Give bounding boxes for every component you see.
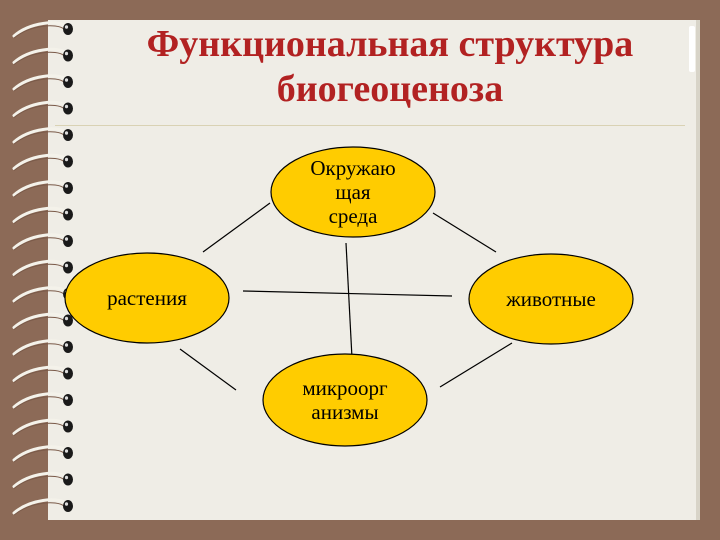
- link-environment-microorganisms: [345, 242, 353, 359]
- node-environment-line-1: Окружаю: [310, 156, 396, 180]
- node-plants: растения: [65, 253, 229, 343]
- title-line-1: Функциональная структура: [146, 23, 634, 65]
- node-environment-shape: [270, 146, 436, 238]
- title-divider: [55, 125, 685, 126]
- node-animals-shape: [468, 253, 634, 345]
- node-microorganisms-line-2: анизмы: [311, 400, 379, 424]
- node-environment: Окружаю щая среда: [271, 147, 435, 237]
- node-animals: животные: [469, 254, 633, 344]
- page-tab: [689, 26, 695, 72]
- link-environment-animals: [432, 212, 497, 253]
- link-environment-plants: [202, 202, 271, 253]
- link-plants-animals: [242, 290, 453, 297]
- node-microorganisms-shape: [262, 353, 428, 447]
- node-microorganisms-line-1: микроорг: [302, 376, 388, 400]
- node-microorganisms: микроорг анизмы: [263, 354, 427, 446]
- node-animals-label: животные: [506, 287, 596, 311]
- node-plants-shape: [64, 252, 230, 344]
- node-environment-line-2: щая: [335, 180, 371, 204]
- title-line-2: биогеоценоза: [276, 68, 504, 110]
- link-plants-microorganisms: [179, 348, 237, 391]
- node-plants-label: растения: [107, 286, 187, 310]
- slide-title: Функциональная структура биогеоценоза: [70, 22, 710, 112]
- link-animals-microorganisms: [439, 342, 513, 388]
- page-edge: [696, 20, 700, 520]
- node-environment-line-3: среда: [328, 204, 378, 228]
